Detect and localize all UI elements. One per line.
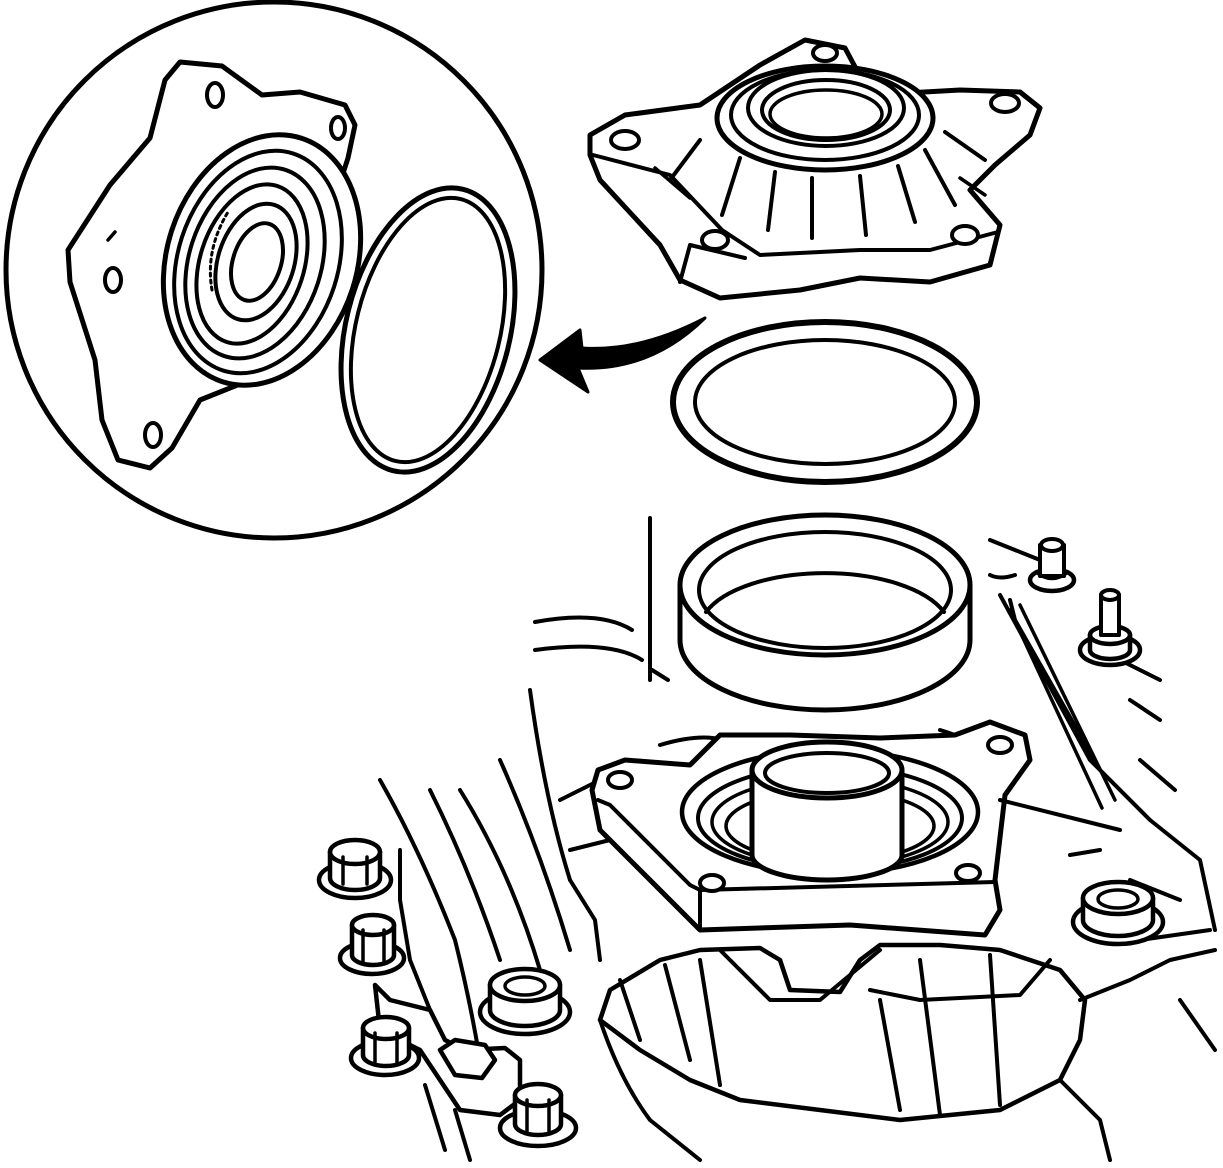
case-bolt [348,1014,422,1078]
transmission-case [372,516,1217,1162]
o-ring-seal [670,319,980,485]
case-bolt [337,912,407,977]
case-bushing [477,966,573,1037]
extension-housing [587,37,1043,301]
mounting-stud [1027,537,1077,594]
mounting-stud [1077,588,1143,668]
callout-arrow [538,316,707,394]
case-bolt [497,1081,579,1149]
case-bolts [316,837,1166,1149]
case-bushing [1070,879,1166,947]
extension-housing-detail [65,59,364,471]
case-bolt [316,837,394,901]
mounting-studs [1027,537,1143,668]
bearing-race [677,512,973,713]
o-ring-detail [338,185,518,475]
